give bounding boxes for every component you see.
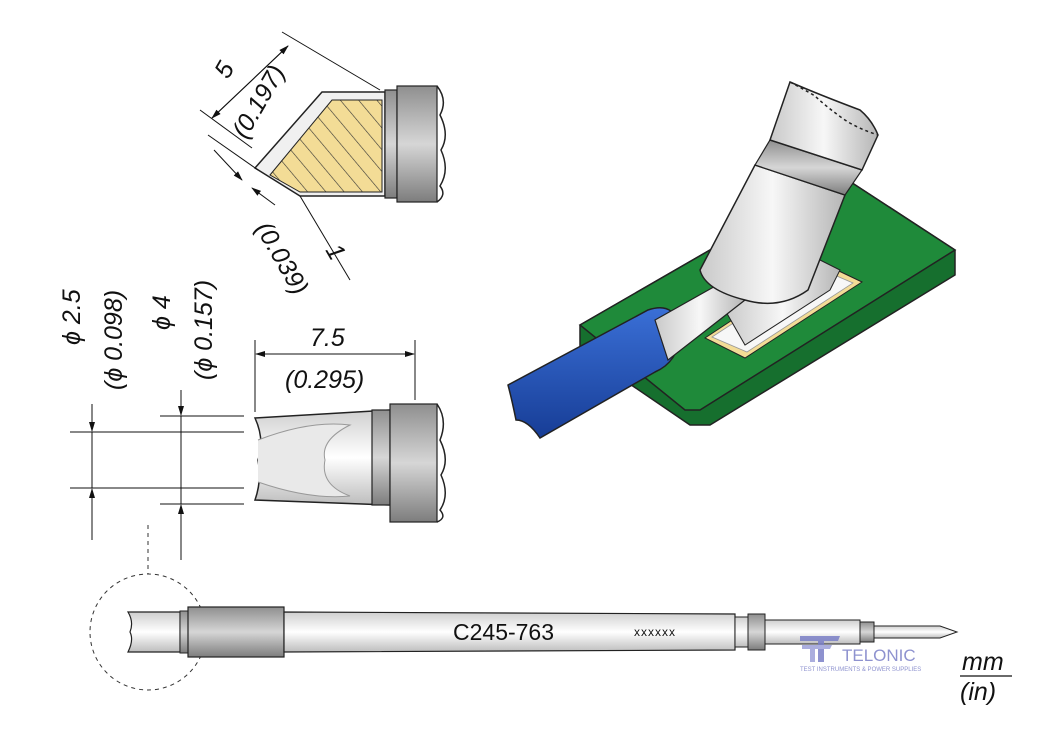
serial-number: xxxxxx — [634, 625, 676, 639]
dim-bevel-mm: 1 — [320, 239, 351, 265]
dim-inner-dia-in: (ϕ 0.098) — [100, 290, 128, 390]
watermark-tagline: TEST INSTRUMENTS & POWER SUPPLIES — [800, 667, 921, 673]
unit-metric: mm — [962, 648, 1004, 676]
cartridge-drawing: C245-763 xxxxxx — [89, 525, 959, 691]
usage-illustration — [507, 80, 957, 439]
dim-length-in: (0.295) — [285, 366, 364, 394]
dim-bevel-in: (0.039) — [250, 217, 314, 300]
units-legend: mm (in) — [960, 648, 1012, 706]
dim-length-mm: 7.5 — [310, 324, 345, 352]
unit-imperial: (in) — [960, 678, 996, 706]
telonic-watermark: TELONIC TEST INSTRUMENTS & POWER SUPPLIE… — [800, 636, 921, 673]
watermark-brand: TELONIC — [842, 646, 916, 665]
dim-outer-dia-mm: ϕ 4 — [148, 295, 176, 330]
part-number: C245-763 — [453, 619, 554, 645]
dim-outer-dia-in: (ϕ 0.157) — [190, 280, 218, 380]
dim-inner-dia-mm: ϕ 2.5 — [58, 289, 86, 345]
dim-tip-width-mm: 5 — [209, 57, 240, 83]
tip-front-view: 7.5 (0.295) ϕ 2.5 (ϕ 0.098) ϕ 4 (ϕ 0.157… — [58, 280, 446, 560]
tip-side-view: 5 (0.197) 1 (0.039) — [199, 31, 446, 300]
